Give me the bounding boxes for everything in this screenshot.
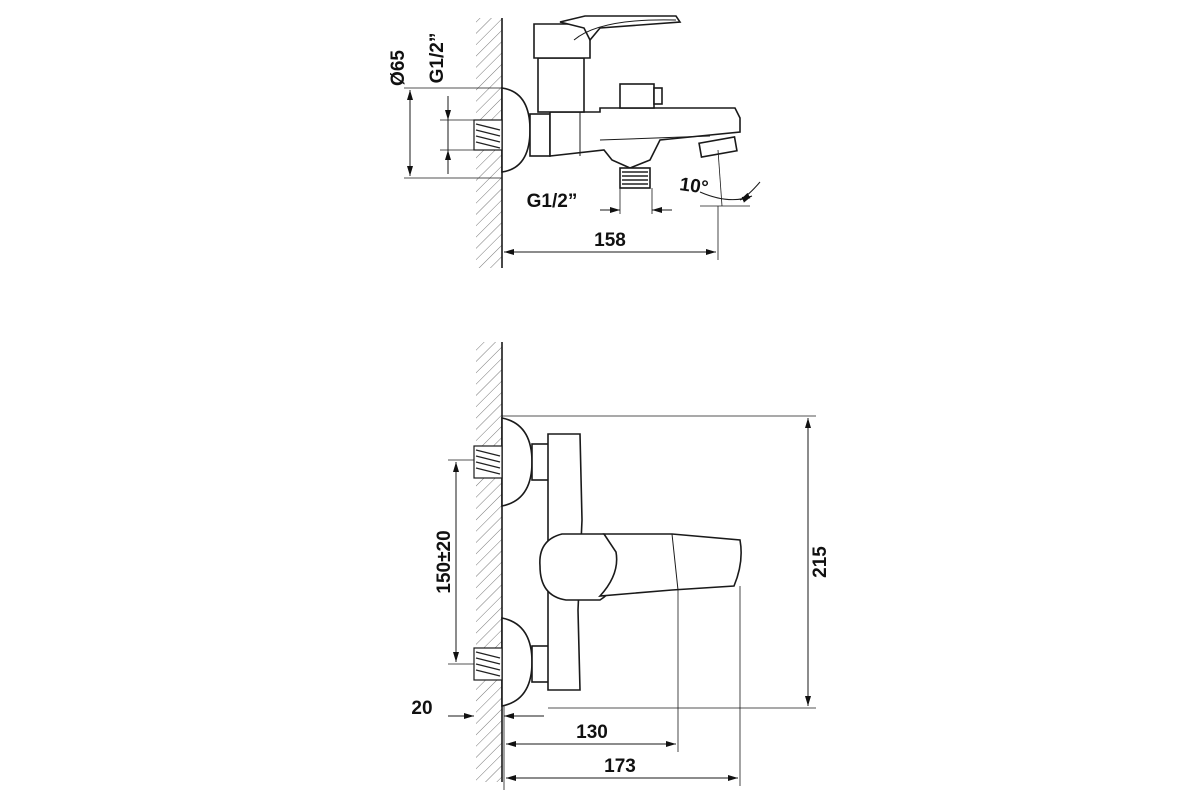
angle-arc-2 bbox=[739, 181, 761, 201]
g12-outlet-label: G1/2” bbox=[527, 191, 578, 212]
lever-divider bbox=[671, 533, 679, 591]
body-line-top bbox=[599, 135, 711, 141]
spacing-label: 150±20 bbox=[434, 530, 455, 593]
connector-nut-top bbox=[529, 113, 551, 157]
front-view: 215 150±20 20 130 173 bbox=[411, 342, 831, 790]
escutcheon-top bbox=[501, 87, 531, 173]
lever-front bbox=[598, 533, 742, 597]
diverter-button-top bbox=[653, 87, 663, 105]
escutcheon-upper bbox=[501, 417, 533, 507]
aerator-top bbox=[698, 136, 738, 158]
total-label: 173 bbox=[604, 756, 636, 777]
thread-lines-lower bbox=[475, 651, 501, 677]
length-label: 158 bbox=[594, 230, 626, 251]
reach-label: 130 bbox=[576, 722, 608, 743]
diverter-knob-top bbox=[619, 83, 655, 109]
outlet-thread-lines bbox=[622, 171, 648, 185]
angle-arc bbox=[699, 191, 753, 203]
handle-column-top bbox=[537, 57, 585, 113]
height-label: 215 bbox=[810, 546, 831, 578]
thread-lines-top bbox=[475, 123, 501, 149]
wall-hatch-front bbox=[476, 342, 502, 782]
dia-label: Ø65 bbox=[388, 50, 409, 86]
angle-spout-line bbox=[717, 149, 723, 207]
lever-detail-top bbox=[573, 19, 677, 41]
escutcheon-lower bbox=[501, 617, 533, 707]
g12-vertical-label: G1/2” bbox=[427, 33, 448, 84]
thread-lines-upper bbox=[475, 449, 501, 475]
cartridge-cap-top bbox=[533, 23, 591, 59]
angle-label: 10° bbox=[678, 174, 709, 199]
shower-outlet-top bbox=[619, 167, 651, 189]
lever-top bbox=[559, 15, 682, 42]
top-view: Ø65 G1/2” G1/2” 10° 158 bbox=[388, 15, 761, 268]
offset-label: 20 bbox=[411, 698, 432, 719]
